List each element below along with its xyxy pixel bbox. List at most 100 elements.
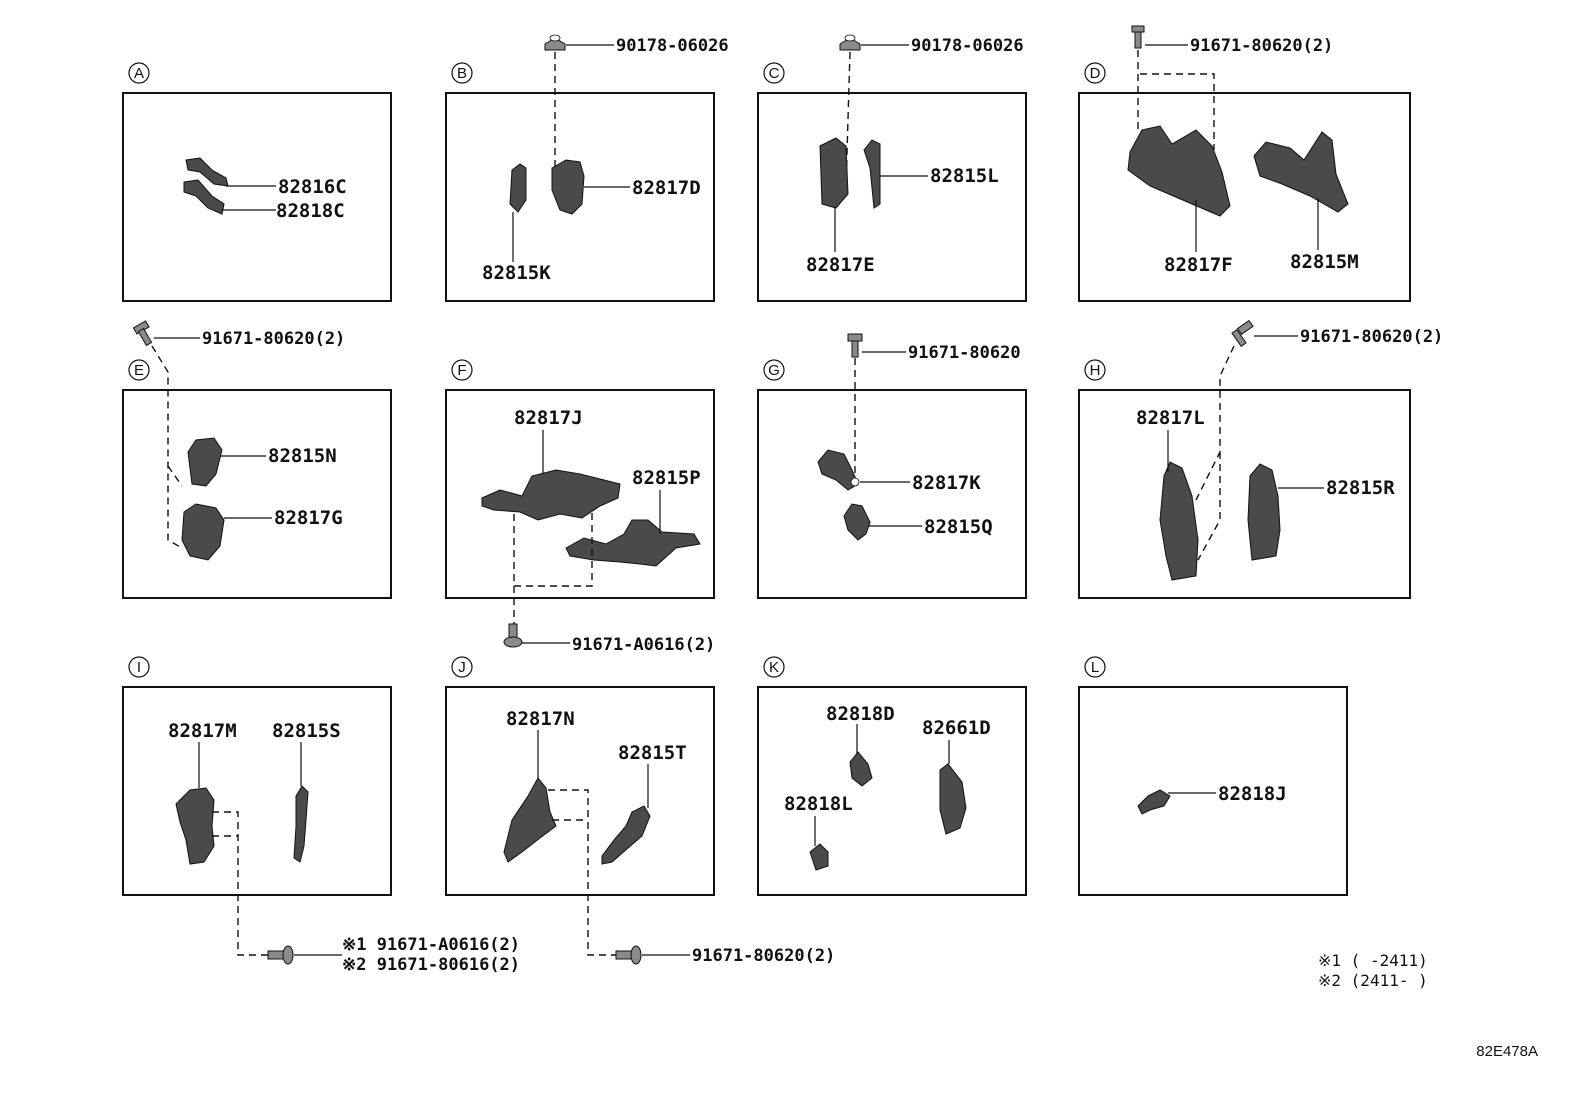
part-number-82818l: 82818L: [784, 793, 853, 815]
panel-e-marker: [128, 359, 150, 381]
part-number-82815p: 82815P: [632, 467, 701, 489]
panel-h: H 91671-80620(2) 82817L 82815R: [1078, 319, 1443, 599]
part-82817e-drawing: [819, 137, 849, 209]
panel-c-frame: [757, 92, 1027, 302]
panel-l-marker: [1084, 656, 1106, 678]
panel-e-frame: [122, 389, 392, 599]
fastener-number-h: 91671-80620(2): [1300, 327, 1443, 347]
part-82815q-drawing: [843, 503, 871, 541]
bolt-hole: [850, 477, 860, 487]
part-82817g-drawing: [181, 503, 225, 561]
bolt-icon: [1131, 25, 1145, 49]
panel-f-frame: [445, 389, 715, 599]
dash-line-j: [548, 789, 616, 956]
part-number-82815n: 82815N: [268, 445, 337, 467]
part-82817m-drawing: [175, 787, 215, 865]
part-number-82661d: 82661D: [922, 717, 991, 739]
panel-i-frame: [122, 686, 392, 896]
part-82818l-drawing: [809, 843, 829, 871]
dash-line-d: [1137, 50, 1215, 150]
panel-b-letter: B: [457, 65, 467, 82]
panel-d: D 91671-80620(2) 82817F 82815M: [1078, 25, 1411, 302]
part-82818c-drawing: [183, 179, 225, 215]
fastener-number-b: 90178-06026: [616, 36, 729, 56]
part-82817l-drawing: [1159, 461, 1199, 581]
panel-f: F 82817J 82815P 91671-A0616(2): [445, 359, 715, 655]
dash-line-h: [1195, 345, 1235, 561]
part-number-82817e: 82817E: [806, 254, 875, 276]
part-82661d-drawing: [939, 763, 967, 835]
panel-i: I 82817M 82815S ※1 91671-A0616(2) ※2 916…: [122, 656, 520, 975]
panel-j-marker: [451, 656, 473, 678]
panel-c-marker: [763, 62, 785, 84]
bolt-icon: [615, 945, 642, 965]
panel-h-frame: [1078, 389, 1411, 599]
part-number-82817j: 82817J: [514, 407, 583, 429]
part-82818j-drawing: [1137, 789, 1171, 815]
panel-f-letter: F: [457, 362, 466, 379]
fastener-number-g: 91671-80620: [908, 343, 1021, 363]
panel-l: L 82818J: [1078, 656, 1348, 896]
part-number-82817l: 82817L: [1136, 407, 1205, 429]
panel-k-frame: [757, 686, 1027, 896]
part-number-82815m: 82815M: [1290, 251, 1359, 273]
panel-k-marker: [763, 656, 785, 678]
part-82818d-drawing: [849, 751, 873, 787]
bolt-icon: [132, 320, 153, 347]
bolt-icon: [847, 333, 863, 358]
dash-line-e: [151, 345, 183, 549]
panel-f-marker: [451, 359, 473, 381]
fastener-number-i-1: ※1 91671-A0616(2): [342, 935, 520, 955]
part-82815p-drawing: [565, 519, 701, 567]
part-number-82817g: 82817G: [274, 507, 343, 529]
fastener-number-f: 91671-A0616(2): [572, 635, 715, 655]
panel-j: J 82817N 82815T 91671-80620(2): [445, 656, 835, 966]
panel-e-letter: E: [134, 362, 144, 379]
panel-h-marker: [1084, 359, 1106, 381]
panel-h-letter: H: [1090, 362, 1101, 379]
dash-line-f: [513, 510, 593, 624]
panel-d-letter: D: [1090, 65, 1101, 82]
diagram-id: 82E478A: [1476, 1043, 1538, 1060]
part-82815n-drawing: [187, 437, 223, 487]
panel-d-marker: [1084, 62, 1106, 84]
part-82817n-drawing: [503, 777, 557, 863]
part-82817f-drawing: [1127, 125, 1231, 217]
panel-j-frame: [445, 686, 715, 896]
part-82815m-drawing: [1253, 131, 1349, 213]
panel-l-letter: L: [1091, 659, 1099, 676]
panel-g-frame: [757, 389, 1027, 599]
panel-g-marker: [763, 359, 785, 381]
part-82817d-drawing: [551, 159, 585, 215]
part-82815r-drawing: [1247, 463, 1281, 561]
bolt-icon: [1231, 319, 1254, 347]
part-number-82816c: 82816C: [278, 176, 347, 198]
fastener-number-e: 91671-80620(2): [202, 329, 345, 349]
part-number-82818c: 82818C: [276, 200, 345, 222]
nut-icon: [544, 34, 566, 51]
panel-b: B 90178-06026 82817D 82815K: [445, 34, 729, 302]
part-number-82815t: 82815T: [618, 742, 687, 764]
part-number-82817n: 82817N: [506, 708, 575, 730]
panel-b-marker: [451, 62, 473, 84]
part-number-82815k: 82815K: [482, 262, 551, 284]
part-number-82817m: 82817M: [168, 720, 237, 742]
panel-k: K 82818D 82661D 82818L: [757, 656, 1027, 896]
bolt-icon: [267, 945, 294, 965]
panel-c: C 90178-06026 82815L 82817E: [757, 34, 1027, 302]
dash-line-i: [212, 811, 268, 956]
fastener-number-c: 90178-06026: [911, 36, 1024, 56]
panel-g-letter: G: [768, 362, 780, 379]
fastener-number-i-2: ※2 91671-80616(2): [342, 955, 520, 975]
panel-l-frame: [1078, 686, 1348, 896]
part-82815l-drawing: [863, 139, 881, 209]
part-number-82818d: 82818D: [826, 703, 895, 725]
part-82817j-drawing: [481, 469, 621, 521]
nut-icon: [839, 34, 861, 51]
panel-a-letter: A: [134, 65, 144, 82]
part-number-82817f: 82817F: [1164, 254, 1233, 276]
part-number-82815l: 82815L: [930, 165, 999, 187]
fastener-number-j: 91671-80620(2): [692, 946, 835, 966]
fastener-number-d: 91671-80620(2): [1190, 36, 1333, 56]
